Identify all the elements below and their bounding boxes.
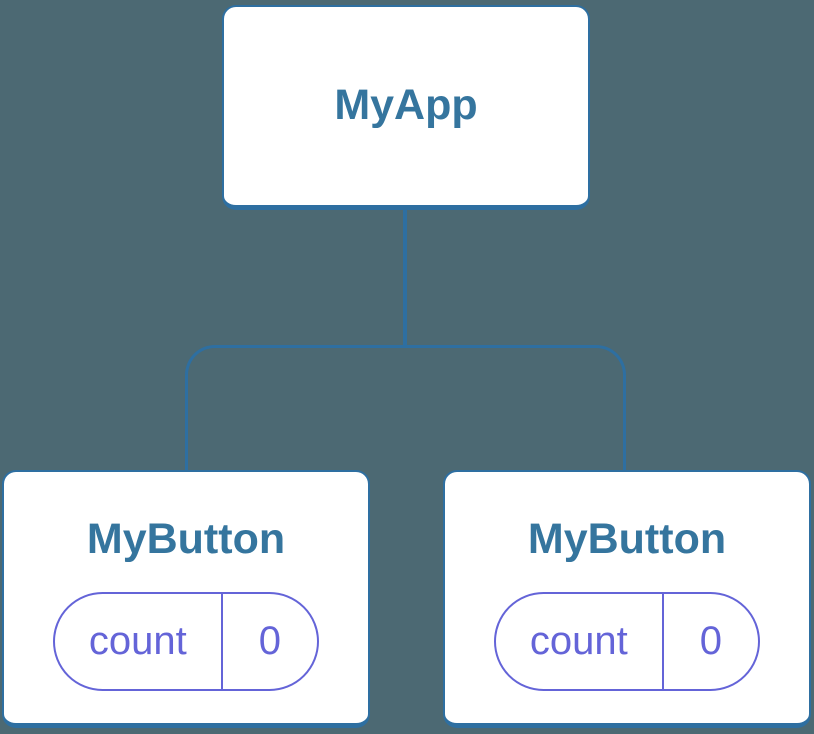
state-name: count bbox=[496, 593, 664, 689]
component-name-myapp: MyApp bbox=[334, 81, 478, 130]
tree-connector-stem bbox=[403, 210, 407, 348]
state-pill: count 0 bbox=[494, 591, 760, 691]
component-name-mybutton-right: MyButton bbox=[527, 515, 727, 563]
state-pill: count 0 bbox=[53, 591, 319, 691]
state-value: 0 bbox=[258, 618, 281, 663]
component-card-mybutton-right: MyButton count 0 bbox=[443, 470, 811, 728]
component-card-mybutton-left: MyButton count 0 bbox=[2, 470, 370, 728]
state-value: 0 bbox=[699, 618, 722, 663]
state-name: count bbox=[55, 593, 223, 689]
tree-connector-bracket bbox=[185, 345, 626, 471]
component-card-myapp: MyApp bbox=[222, 5, 590, 210]
component-name-mybutton-left: MyButton bbox=[86, 515, 286, 563]
